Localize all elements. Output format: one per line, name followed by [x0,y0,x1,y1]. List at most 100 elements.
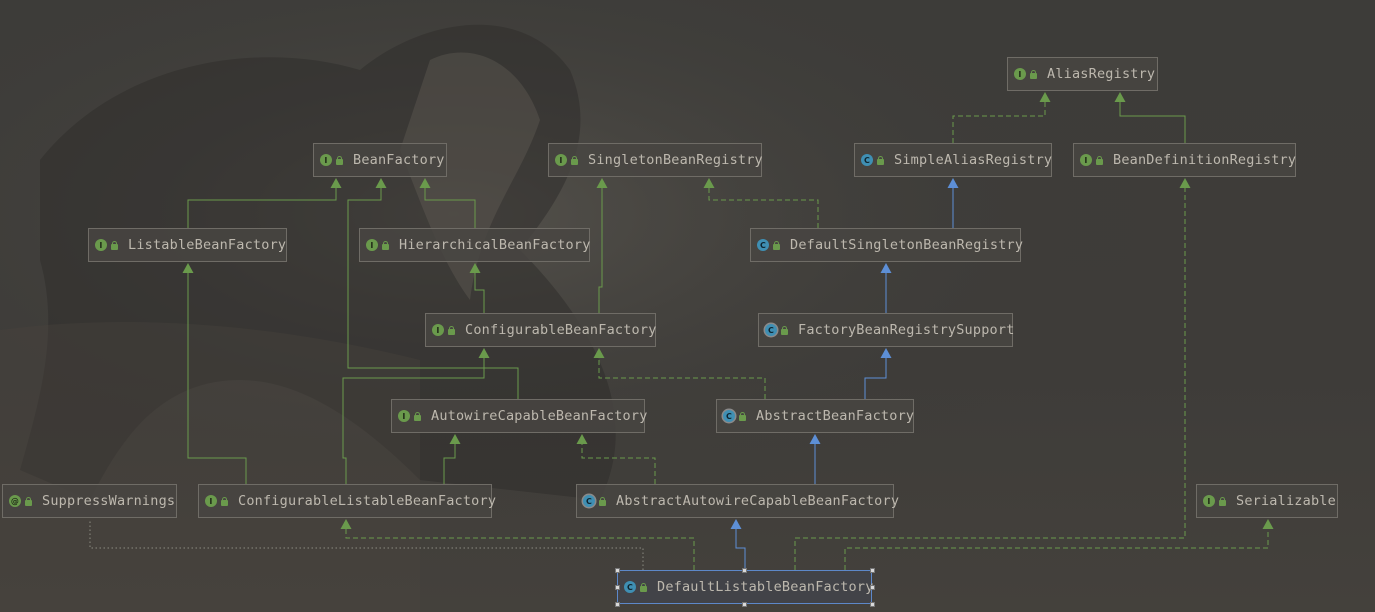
node-default-listable-bean-factory[interactable]: C DefaultListableBeanFactory [617,570,874,604]
class-icon: C [624,581,636,593]
arrowhead [182,263,194,273]
selection-handle[interactable] [614,584,620,590]
abstract-class-icon: C [583,495,595,507]
node-label: AbstractAutowireCapableBeanFactory [616,493,900,509]
arrowhead [1039,92,1051,102]
arrowhead [730,519,742,529]
public-lock-icon [110,240,120,250]
interface-icon: I [398,410,410,422]
edge-ConfigurableBeanFactory-to-HierarchicalBeanFactory [469,263,485,313]
edge-ListableBeanFactory-to-BeanFactory [187,178,342,228]
interface-icon: I [205,495,217,507]
selection-handle[interactable] [869,584,875,590]
arrowhead [419,178,431,188]
arrowhead [449,434,461,444]
arrowhead [330,178,342,188]
public-lock-icon [639,582,649,592]
edge-ConfigurableListableBeanFactory-to-ListableBeanFactory [182,263,247,484]
node-singleton-bean-registry[interactable]: I SingletonBeanRegistry [548,143,763,177]
edge-AbstractAutowireCapableBeanFactory-to-AbstractBeanFactory [809,434,821,484]
class-icon: C [757,239,769,251]
node-configurable-listable-bean-factory[interactable]: I ConfigurableListableBeanFactory [198,484,496,518]
edge-DefaultListableBeanFactory-to-BeanDefinitionRegistry [794,178,1191,570]
node-alias-registry[interactable]: I AliasRegistry [1007,57,1158,91]
edge-SimpleAliasRegistry-to-AliasRegistry [952,92,1051,143]
selection-handle[interactable] [742,601,747,607]
interface-icon: I [432,324,444,336]
selection-handle[interactable] [869,567,875,573]
arrowhead [596,178,608,188]
public-lock-icon [738,411,748,421]
public-lock-icon [335,155,345,165]
node-label: DefaultSingletonBeanRegistry [790,237,1024,253]
node-label: FactoryBeanRegistrySupport [798,322,1015,338]
public-lock-icon [220,496,230,506]
public-lock-icon [876,155,886,165]
edge-AbstractBeanFactory-to-ConfigurableBeanFactory [593,348,766,399]
arrowhead [947,178,959,188]
interface-icon: I [366,239,378,251]
node-label: SingletonBeanRegistry [588,152,763,168]
public-lock-icon [1029,69,1039,79]
arrowhead [880,263,892,273]
interface-icon: I [1014,68,1026,80]
public-lock-icon [413,411,423,421]
selection-handle[interactable] [614,601,620,607]
public-lock-icon [447,325,457,335]
edge-BeanDefinitionRegistry-to-AliasRegistry [1114,92,1186,143]
selection-handle[interactable] [614,567,620,573]
abstract-class-icon: C [723,410,735,422]
arrowhead [1114,92,1126,102]
edge-DefaultListableBeanFactory-to-AbstractAutowireCapableBeanFactory [730,519,746,570]
interface-icon: I [555,154,567,166]
public-lock-icon [381,240,391,250]
node-label: ConfigurableListableBeanFactory [238,493,497,509]
arrowhead [809,434,821,444]
edge-DefaultListableBeanFactory-to-SuppressWarnings [89,519,644,570]
arrowhead [469,263,481,273]
node-configurable-bean-factory[interactable]: I ConfigurableBeanFactory [425,313,656,347]
edge-DefaultListableBeanFactory-to-Serializable [844,519,1274,570]
arrowhead [576,434,588,444]
interface-icon: I [1080,154,1092,166]
arrowhead [703,178,715,188]
edge-AutowireCapableBeanFactory-to-BeanFactory [347,178,519,399]
edge-DefaultSingletonBeanRegistry-to-SimpleAliasRegistry [947,178,959,228]
edge-HierarchicalBeanFactory-to-BeanFactory [419,178,476,228]
node-suppress-warnings[interactable]: @SuppressWarnings [2,484,177,518]
arrowhead [880,348,892,358]
arrowhead [478,348,490,358]
public-lock-icon [780,325,790,335]
selection-handle[interactable] [742,567,747,573]
arrowhead [340,519,352,529]
edge-ConfigurableListableBeanFactory-to-ConfigurableBeanFactory [342,348,490,484]
arrowhead [375,178,387,188]
node-default-singleton-bean-registry[interactable]: C DefaultSingletonBeanRegistry [750,228,1024,262]
public-lock-icon [1095,155,1105,165]
node-abstract-autowire-capable-bean-factory[interactable]: C AbstractAutowireCapableBeanFactory [576,484,899,518]
node-bean-definition-registry[interactable]: I BeanDefinitionRegistry [1073,143,1296,177]
node-label: BeanDefinitionRegistry [1113,152,1297,168]
edge-DefaultSingletonBeanRegistry-to-SingletonBeanRegistry [703,178,819,228]
node-label: AliasRegistry [1047,66,1156,82]
public-lock-icon [24,496,34,506]
node-autowire-capable-bean-factory[interactable]: I AutowireCapableBeanFactory [391,399,648,433]
public-lock-icon [772,240,782,250]
node-label: ConfigurableBeanFactory [465,322,657,338]
arrowhead [593,348,605,358]
class-icon: C [861,154,873,166]
arrowhead [1179,178,1191,188]
node-label: DefaultListableBeanFactory [657,579,874,595]
selection-handle[interactable] [869,601,875,607]
annotation-icon: @ [9,495,21,507]
node-label: AutowireCapableBeanFactory [431,408,648,424]
